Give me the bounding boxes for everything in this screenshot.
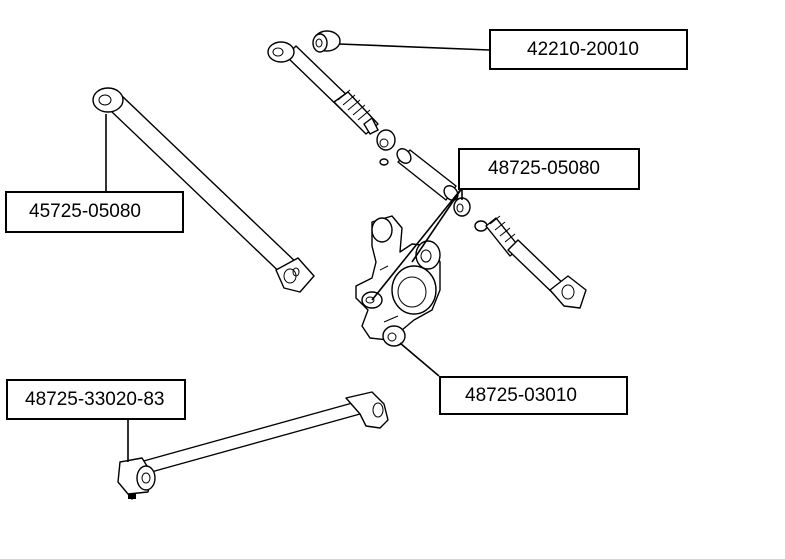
trailing-arm-part [117,391,389,500]
part-number-text: 45725-05080 [29,201,141,222]
knuckle-bushing-part [453,197,471,217]
upper-threaded-arm-part [267,41,379,135]
leader-lines [105,43,490,462]
long-arm-part [92,87,315,293]
part-number-label-42210: 42210-20010 [489,29,688,70]
part-number-label-45725: 45725-05080 [5,191,184,233]
part-number-label-48725-03010: 48725-03010 [439,376,628,415]
part-number-text: 48725-03010 [465,384,577,406]
knuckle-part [355,215,441,347]
right-threaded-arm-part [474,215,587,309]
part-number-text: 42210-20010 [527,38,639,60]
part-number-label-48725-05080: 48725-05080 [458,148,640,190]
part-number-text: 48725-05080 [488,158,600,179]
part-number-label-48725-33020-83: 48725-33020-83 [6,379,186,420]
top-bushing-part [312,30,341,53]
part-number-text: 48725-33020-83 [25,388,165,410]
small-bushing-part [376,129,396,166]
sleeve-part [396,148,459,201]
